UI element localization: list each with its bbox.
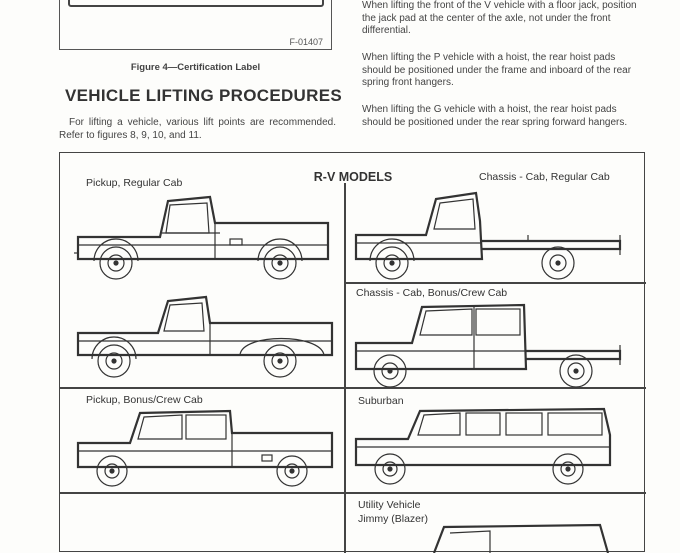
divider-left-2 bbox=[60, 492, 344, 494]
vertical-divider bbox=[344, 183, 346, 553]
divider-right-2 bbox=[346, 387, 646, 389]
paragraph-v-vehicle: When lifting the front of the V vehicle … bbox=[362, 0, 637, 36]
pickup-regular-cab-illustration bbox=[74, 195, 330, 280]
intro-paragraph: For lifting a vehicle, various lift poin… bbox=[59, 117, 336, 141]
pickup-bonus-crew-cab-illustration bbox=[76, 409, 334, 487]
models-figure-panel: R-V MODELS Pickup, Regular Cab Chassis -… bbox=[59, 152, 646, 553]
jimmy-blazer-illustration bbox=[432, 523, 610, 553]
figure-caption: Figure 4—Certification Label bbox=[130, 62, 261, 73]
paragraph-p-vehicle: When lifting the P vehicle with a hoist,… bbox=[362, 52, 632, 88]
label-pickup-regular-cab: Pickup, Regular Cab bbox=[86, 177, 183, 189]
paragraph-g-vehicle: When lifting the G vehicle with a hoist,… bbox=[362, 104, 628, 128]
divider-left-1 bbox=[60, 387, 344, 389]
pickup-stepside-illustration bbox=[76, 295, 334, 378]
label-chassis-regular-cab: Chassis - Cab, Regular Cab bbox=[479, 171, 610, 183]
section-heading: VEHICLE LIFTING PROCEDURES bbox=[65, 86, 342, 105]
panel-title: R-V MODELS bbox=[313, 170, 393, 184]
divider-right-3 bbox=[346, 492, 646, 494]
label-outline bbox=[68, 0, 324, 7]
suburban-illustration bbox=[354, 407, 612, 485]
chassis-bonus-crew-cab-illustration bbox=[354, 303, 622, 388]
figure-code: F-01407 bbox=[289, 37, 323, 47]
label-utility-vehicle: Utility Vehicle bbox=[358, 499, 421, 511]
label-pickup-bonus-crew-cab: Pickup, Bonus/Crew Cab bbox=[86, 394, 203, 406]
label-chassis-bonus-crew-cab: Chassis - Cab, Bonus/Crew Cab bbox=[356, 287, 508, 299]
chassis-regular-cab-illustration bbox=[354, 191, 622, 280]
label-jimmy-blazer: Jimmy (Blazer) bbox=[358, 513, 428, 525]
divider-right-1 bbox=[346, 282, 646, 284]
label-suburban: Suburban bbox=[358, 395, 404, 407]
certification-label-figure: F-01407 bbox=[59, 0, 332, 50]
